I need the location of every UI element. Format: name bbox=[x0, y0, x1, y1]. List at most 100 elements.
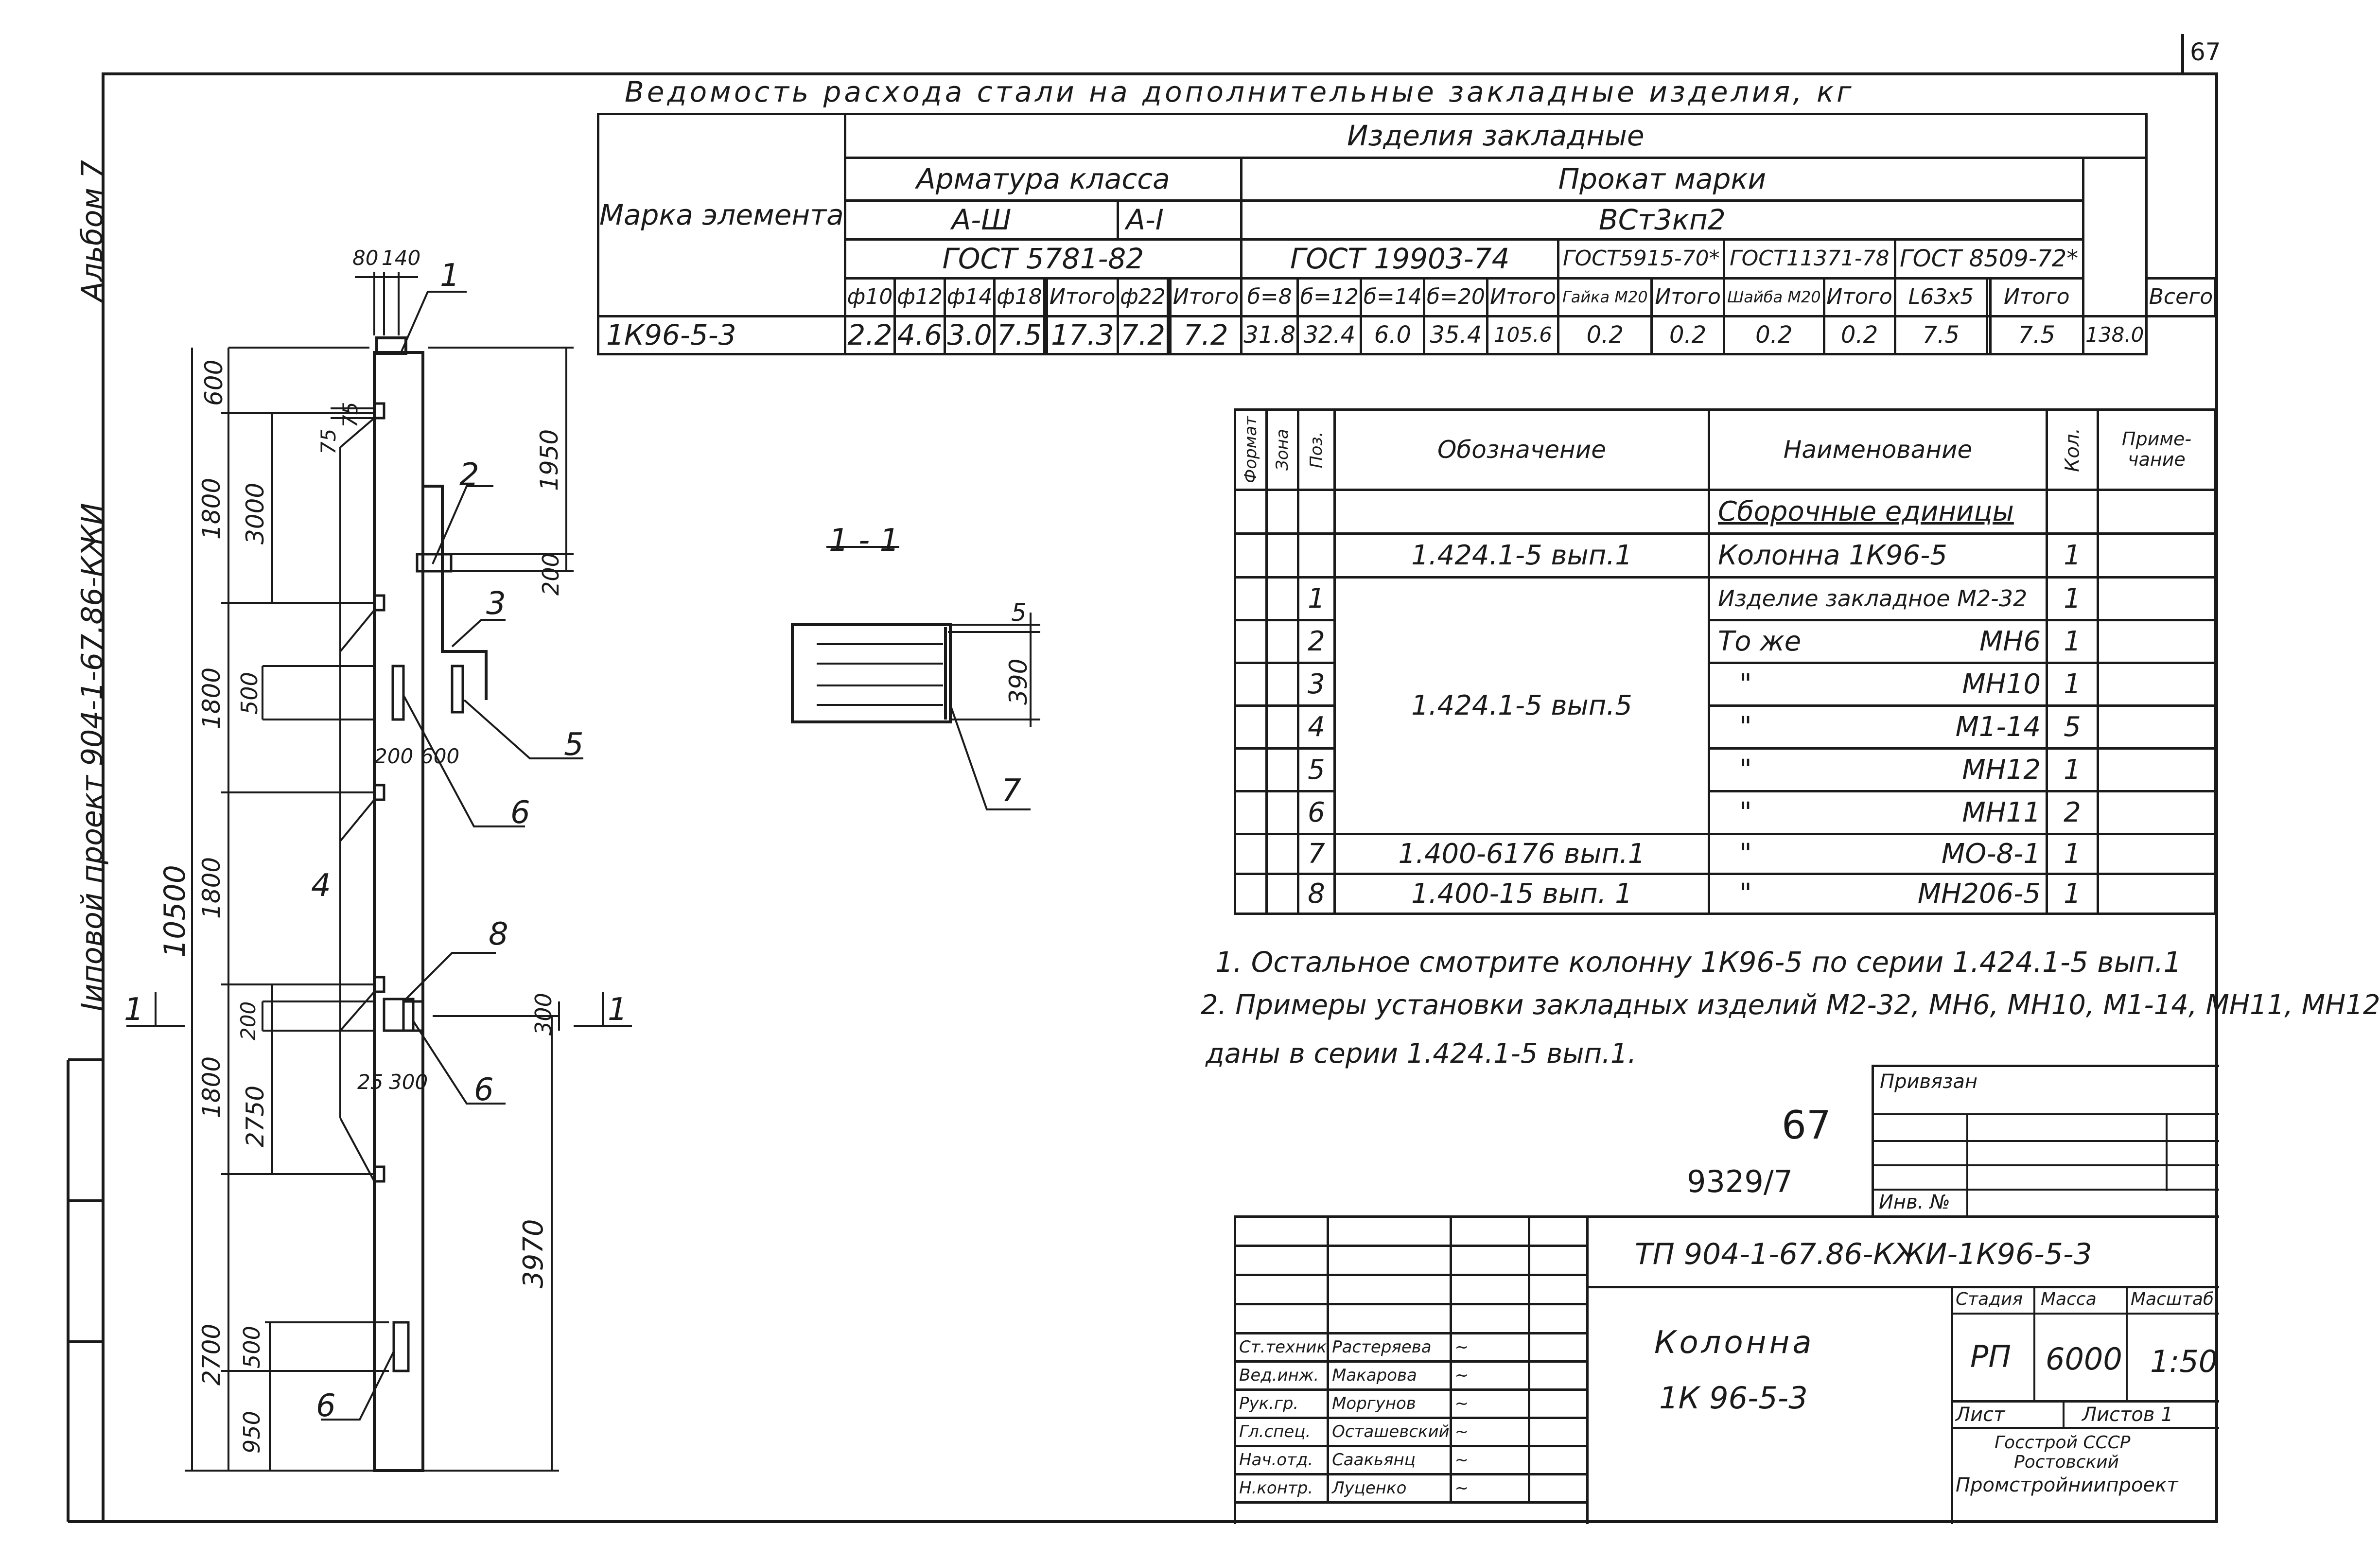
role-cell: Ст.техник bbox=[1233, 1332, 1330, 1363]
pos-cell: 6 bbox=[1297, 790, 1336, 835]
pos-cell: 3 bbox=[1297, 662, 1336, 707]
rebar-class-1: А-Ш bbox=[843, 199, 1120, 241]
pos-cell: 2 bbox=[1297, 619, 1336, 664]
qty-cell: 1 bbox=[2046, 873, 2099, 915]
cell-value bbox=[1043, 315, 1049, 355]
col-header bbox=[1986, 277, 1992, 317]
cell-value: 138.0 bbox=[2082, 315, 2148, 355]
col-header: Итого bbox=[1650, 277, 1726, 317]
name-cell: Моргунов bbox=[1327, 1388, 1452, 1419]
stage-value: РП bbox=[1970, 1339, 2012, 1374]
name-cell: Луценко bbox=[1327, 1473, 1452, 1504]
cut-mark: 1 bbox=[124, 992, 144, 1028]
col-header: ф14 bbox=[943, 277, 996, 317]
document-code: ТП 904-1-67.86-КЖИ-1К96-5-3 bbox=[1635, 1237, 2092, 1271]
qty-cell: 1 bbox=[2046, 576, 2099, 621]
dim-label: 300 bbox=[389, 1070, 428, 1094]
cell-value: 7.2 bbox=[1117, 315, 1169, 355]
callout: 5 bbox=[564, 727, 584, 763]
cell-value: 6.0 bbox=[1360, 315, 1426, 355]
pos-cell: 8 bbox=[1297, 873, 1336, 915]
pos-cell: 7 bbox=[1297, 833, 1336, 875]
qty-header: Кол. bbox=[2047, 409, 2098, 490]
role-cell: Гл.спец. bbox=[1233, 1417, 1330, 1447]
designation-cell: 1.400-6176 вып.1 bbox=[1333, 833, 1710, 875]
pos-cell: 1 bbox=[1297, 576, 1336, 621]
album-label: Альбом 7 bbox=[75, 160, 109, 301]
col-header: L63х5 bbox=[1893, 277, 1989, 317]
code-cell: МО-8-1 bbox=[1850, 833, 2048, 875]
sheets-header: Листов 1 bbox=[2082, 1404, 2173, 1426]
cell-value: 7.5 bbox=[1989, 315, 2084, 355]
role-cell: Н.контр. bbox=[1233, 1473, 1330, 1504]
org-line-2: Ростовский bbox=[2014, 1452, 2119, 1472]
qty-cell: 1 bbox=[2046, 833, 2099, 875]
qty-cell: 2 bbox=[2046, 790, 2099, 835]
col-header: б=8 bbox=[1240, 277, 1299, 317]
cell-value bbox=[1986, 315, 1992, 355]
dim-label: 200 bbox=[538, 553, 564, 596]
name-cell: Макарова bbox=[1327, 1360, 1452, 1391]
pos-cell bbox=[1297, 532, 1336, 579]
dim-label: 200 bbox=[236, 1001, 260, 1040]
name-cell: " bbox=[1708, 790, 1850, 835]
dim-label: 1950 bbox=[535, 429, 563, 491]
cell-value: 2.2 bbox=[843, 315, 896, 355]
col-header bbox=[1043, 277, 1049, 317]
col-header: Итого bbox=[1822, 277, 1896, 317]
pos-cell: 5 bbox=[1297, 747, 1336, 792]
col-header: Итого bbox=[1046, 277, 1120, 317]
callout: 6 bbox=[510, 795, 530, 831]
gost-washer: ГОСТ11371-78 bbox=[1723, 238, 1896, 280]
signature: ~ bbox=[1449, 1473, 1530, 1504]
col-header: Шайба М20 bbox=[1723, 277, 1825, 317]
dim-label: 300 bbox=[530, 993, 557, 1035]
signature: ~ bbox=[1449, 1417, 1530, 1447]
cell-value: 35.4 bbox=[1423, 315, 1489, 355]
inventory-label: Инв. № bbox=[1879, 1191, 1950, 1213]
binding-block: Привязан Инв. № bbox=[1872, 1065, 2219, 1218]
signature: ~ bbox=[1449, 1332, 1530, 1363]
pos-header: Поз. bbox=[1298, 409, 1335, 490]
dim-label: 600 bbox=[200, 359, 228, 406]
code-cell: М1-14 bbox=[1850, 704, 2048, 750]
dim-label: 2750 bbox=[241, 1085, 269, 1147]
col-header: ф10 bbox=[843, 277, 896, 317]
cell-value: 105.6 bbox=[1486, 315, 1560, 355]
col-header: б=14 bbox=[1360, 277, 1426, 317]
project-label: Iиповой проект 904-1-67.86-КЖИ bbox=[75, 503, 109, 1012]
dim-label: 5 bbox=[1011, 598, 1027, 627]
callout: 6 bbox=[316, 1388, 336, 1424]
name-cell: " bbox=[1708, 704, 1850, 750]
section-title: Сборочные единицы bbox=[1708, 489, 2048, 535]
org-line-3: Промстройниипроект bbox=[1956, 1474, 2178, 1496]
cell-value: 0.2 bbox=[1822, 315, 1896, 355]
gost-angle: ГОСТ 8509-72* bbox=[1893, 238, 2084, 280]
cell-value: 4.6 bbox=[893, 315, 946, 355]
gost-nut: ГОСТ5915-70* bbox=[1557, 238, 1726, 280]
section-label: 1 - 1 bbox=[829, 523, 900, 559]
name-header: Наименование bbox=[1708, 408, 2048, 491]
sheet-header: Лист bbox=[1956, 1404, 2005, 1426]
dim-label: 500 bbox=[239, 1326, 265, 1369]
cell-value: 32.4 bbox=[1296, 315, 1363, 355]
callout: 2 bbox=[459, 457, 479, 493]
qty-cell: 1 bbox=[2046, 619, 2099, 664]
sheet-number-handwritten: 67 bbox=[1782, 1103, 1831, 1148]
cell-value: 7.5 bbox=[1893, 315, 1989, 355]
mass-value: 6000 bbox=[2046, 1341, 2122, 1377]
name-cell: Изделие закладное М2-32 bbox=[1708, 576, 2048, 621]
dim-label: 1800 bbox=[197, 857, 226, 919]
dim-label: 75 bbox=[338, 402, 362, 428]
cell-value: 0.2 bbox=[1723, 315, 1825, 355]
rolled-grade: ВСт3кп2 bbox=[1240, 199, 2084, 241]
mass-header: Масса bbox=[2041, 1289, 2097, 1309]
dim-label: 1800 bbox=[197, 1056, 226, 1118]
dim-label: 3000 bbox=[241, 482, 269, 544]
qty-cell: 1 bbox=[2046, 747, 2099, 792]
col-header: Итого bbox=[1486, 277, 1560, 317]
cell-value: 0.2 bbox=[1557, 315, 1653, 355]
dim-label: 10500 bbox=[158, 865, 192, 958]
dim-label: 1800 bbox=[197, 667, 226, 729]
